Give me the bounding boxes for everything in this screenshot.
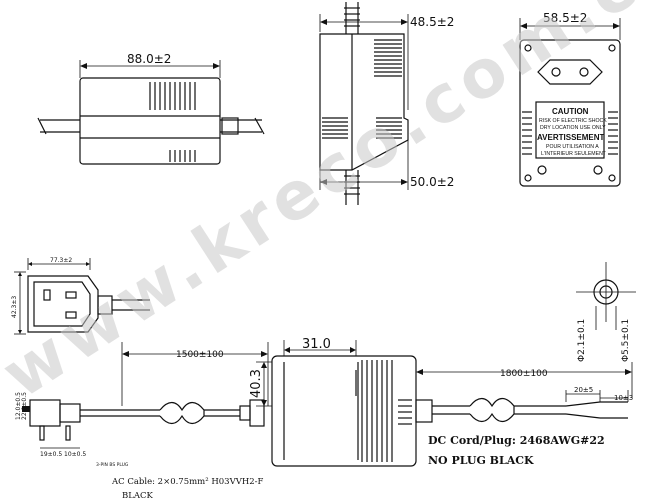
top-view: 88.0±2 xyxy=(37,52,265,165)
dim-plug-inner: Φ2.1±0.1 xyxy=(577,319,587,362)
caution-line-3: POUR UTILISATION A xyxy=(546,144,599,150)
pin-label-d: 10±0.5 xyxy=(64,451,86,458)
face-view: 58.5±2 CAUTION RISK OF ELECTRIC SHOCK DR… xyxy=(519,11,621,187)
caution-title: CAUTION xyxy=(552,107,589,116)
dim-socket-width: 77.3±2 xyxy=(50,257,72,264)
dim-socket-height: 42.3±3 xyxy=(11,296,18,318)
socket-view: 77.3±2 42.3±3 xyxy=(11,257,150,335)
pin-note: 3-PIN BS PLUG xyxy=(96,462,129,468)
caution-title-fr: AVERTISSEMENT xyxy=(537,133,605,142)
caution-line-2: DRY LOCATION USE ONLY xyxy=(540,125,606,131)
dim-top-width: 88.0±2 xyxy=(127,52,171,66)
dim-side-depth: 48.5±2 xyxy=(410,15,454,29)
pin-label-b: 22.0±0.5 xyxy=(21,392,28,420)
dim-body-length: 31.0 xyxy=(302,337,331,352)
pin-label-c: 19±0.5 xyxy=(40,451,62,458)
no-plug-label: NO PLUG BLACK xyxy=(428,454,534,467)
dim-side-height: 50.0±2 xyxy=(410,175,454,189)
dc-plug-end: Φ2.1±0.1 Φ5.5±0.1 xyxy=(576,262,636,362)
dim-dc-length: 1800±100 xyxy=(500,369,548,379)
dc-cord-label: DC Cord/Plug: 2468AWG#22 xyxy=(428,434,605,447)
dim-body-height: 40.3 xyxy=(249,369,264,398)
dim-tip: 10±3 xyxy=(614,394,633,402)
dim-ac-length: 1500±100 xyxy=(176,350,224,360)
pin-label-a: 12.0±0.5 xyxy=(15,392,22,420)
dim-face-width: 58.5±2 xyxy=(543,11,587,25)
caution-line-4: L'INTERIEUR SEULEMENT xyxy=(541,151,607,157)
side-view: 48.5±2 xyxy=(319,2,454,205)
caution-line-1: RISK OF ELECTRIC SHOCK xyxy=(539,118,607,124)
dim-strip: 20±5 xyxy=(574,386,593,394)
ac-color-label: BLACK xyxy=(122,491,154,501)
assembly-view: 1500±100 12.0±0.5 22.0±0.5 19±0.5 10±0.5… xyxy=(15,337,633,501)
ac-cable-label: AC Cable: 2×0.75mm² H03VVH2-F xyxy=(111,477,264,487)
dim-plug-outer: Φ5.5±0.1 xyxy=(621,319,631,362)
